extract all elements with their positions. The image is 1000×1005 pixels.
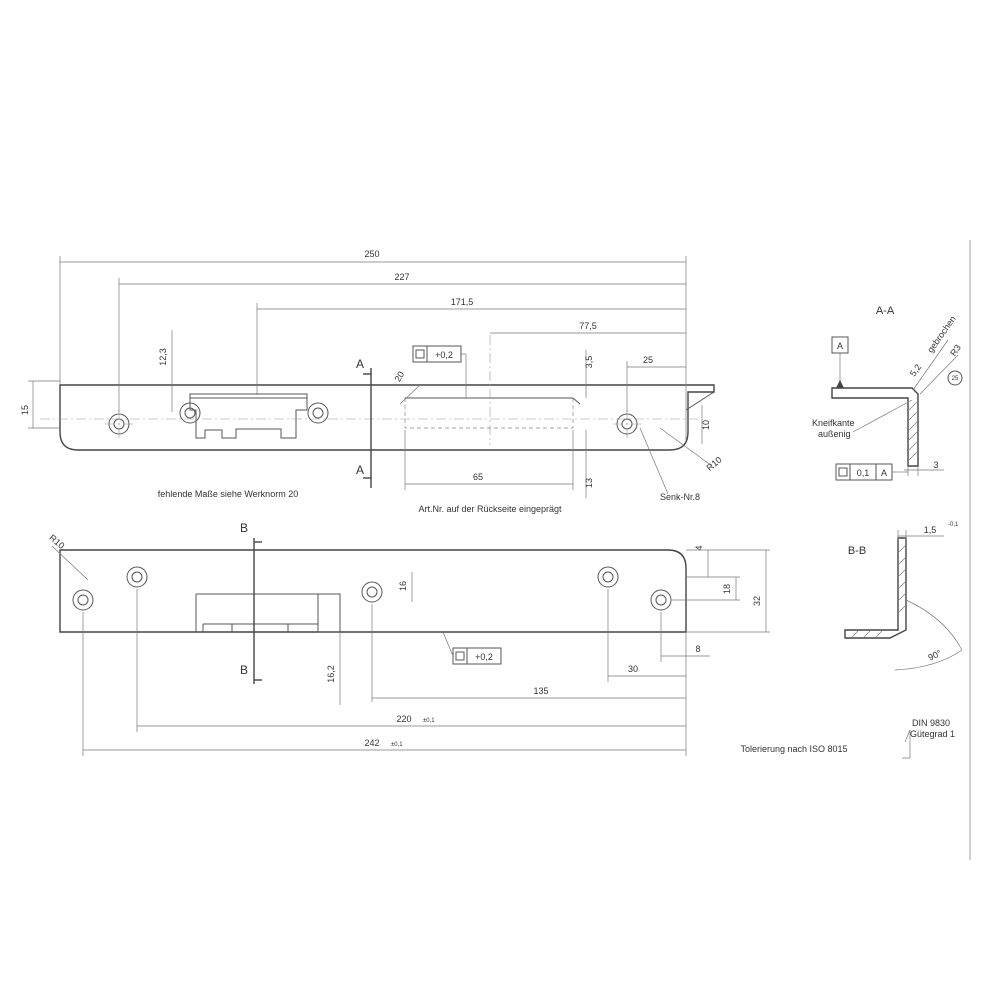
dim-220: 220 xyxy=(396,714,411,724)
hole-b1 xyxy=(72,589,94,611)
kneif-label-1: Kneifkante xyxy=(812,418,855,428)
hole-pocket-right xyxy=(307,402,329,424)
dim-r3: R3 xyxy=(948,343,963,358)
din-note: DIN 9830 Gütegrad 1 xyxy=(902,718,955,759)
bb-profile xyxy=(844,537,907,639)
dim-15: 15 xyxy=(20,405,30,415)
section-aa-title: A-A xyxy=(876,305,895,317)
dim-12-3: 12,3 xyxy=(158,348,168,366)
svg-text:+0,2: +0,2 xyxy=(435,350,453,360)
dim-135: 135 xyxy=(533,686,548,696)
dim-220-tol: ±0,1 xyxy=(423,718,435,724)
dim-1-5: 1,5 xyxy=(924,525,937,535)
section-mark-a: A A xyxy=(356,357,372,488)
kneif-label-2: außenig xyxy=(818,429,851,439)
dim-13: 13 xyxy=(584,478,594,488)
dim-1-5-tol: -0,1 xyxy=(948,522,959,528)
svg-text:DIN 9830: DIN 9830 xyxy=(912,718,950,728)
dim-77-5: 77,5 xyxy=(579,321,597,331)
dim-r10-bottom: R10 xyxy=(47,533,66,551)
dim-3-5: 3,5 xyxy=(584,356,594,369)
note-tolerance: Tolerierung nach ISO 8015 xyxy=(740,744,847,754)
svg-text:B: B xyxy=(240,521,248,535)
dim-angle-90: 90° xyxy=(926,648,943,663)
aa-profile xyxy=(831,387,919,467)
hole-b4 xyxy=(597,566,619,588)
svg-text:+0,2: +0,2 xyxy=(475,652,493,662)
hole-pocket-left xyxy=(179,402,201,424)
hole-b3 xyxy=(361,581,383,603)
dim-242-tol: ±0,1 xyxy=(391,742,403,748)
dim-r10-top: R10 xyxy=(705,455,724,473)
dim-4: 4 xyxy=(694,545,704,550)
dim-8: 8 xyxy=(695,644,700,654)
dim-20: 20 xyxy=(393,370,407,384)
section-bb-title: B-B xyxy=(848,545,866,557)
svg-text:B: B xyxy=(240,663,248,677)
svg-text:0,1: 0,1 xyxy=(857,468,870,478)
latch-pocket xyxy=(189,393,308,439)
svg-text:A: A xyxy=(356,357,364,371)
dim-18: 18 xyxy=(722,584,732,594)
hole-right xyxy=(613,410,641,438)
top-plate-bevel xyxy=(685,391,715,411)
note-art-nr: Art.Nr. auf der Rückseite eingeprägt xyxy=(418,504,562,514)
tolerance-frame-top: +0,2 xyxy=(412,345,467,398)
section-mark-b: B B xyxy=(240,521,262,684)
dim-25-circle: 25 xyxy=(952,376,959,382)
tolerance-frame-bottom: +0,2 xyxy=(442,631,502,665)
dim-30: 30 xyxy=(628,664,638,674)
top-plate-outline xyxy=(59,384,715,451)
dim-3: 3 xyxy=(933,460,938,470)
bottom-view: 8 30 135 220 ±0,1 242 ±0,1 4 18 32 16 16… xyxy=(47,521,770,756)
hole-left xyxy=(105,410,133,438)
dim-25: 25 xyxy=(643,355,653,365)
svg-text:Gütegrad 1: Gütegrad 1 xyxy=(910,729,955,739)
dim-16: 16 xyxy=(398,581,408,591)
note-senk: Senk-Nr.8 xyxy=(660,492,700,502)
section-a-a: A-A A 5,2 gebrochen R3 25 Kneifkante auß… xyxy=(812,240,971,860)
top-view: 250 227 171,5 77,5 25 12,3 15 3,5 10 20 … xyxy=(20,249,724,514)
svg-text:A: A xyxy=(881,468,887,478)
bottom-pocket xyxy=(195,593,319,632)
hole-b2 xyxy=(126,566,148,588)
dim-32: 32 xyxy=(752,596,762,606)
dim-65: 65 xyxy=(473,472,483,482)
dim-250: 250 xyxy=(364,249,379,259)
bottom-plate-outline xyxy=(59,549,687,633)
dim-242: 242 xyxy=(364,738,379,748)
note-missing-dims: fehlende Maße siehe Werknorm 20 xyxy=(158,489,298,499)
strike-slot xyxy=(404,397,574,429)
dim-5-2: 5,2 xyxy=(908,362,923,378)
dim-10: 10 xyxy=(701,420,711,430)
section-b-b: B-B 1,5 -0,1 90° xyxy=(844,522,963,671)
dim-16-2: 16,2 xyxy=(326,665,336,683)
flatness-frame-aa: 0,1 A xyxy=(835,463,908,481)
datum-a: A xyxy=(837,341,843,351)
dim-227: 227 xyxy=(394,272,409,282)
svg-text:A: A xyxy=(356,463,364,477)
dim-171-5: 171,5 xyxy=(451,297,474,307)
hole-b5 xyxy=(650,589,672,611)
